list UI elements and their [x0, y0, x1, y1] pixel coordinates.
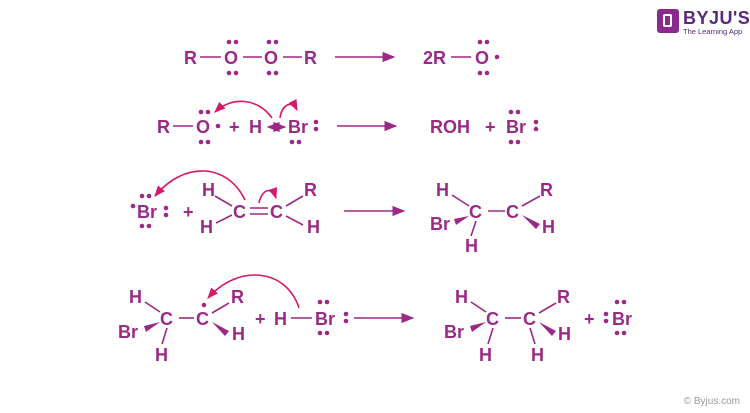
hydrogen-label: H: [274, 309, 287, 329]
plus-sign: +: [584, 309, 595, 329]
electron-arrow: [258, 187, 278, 204]
wedge-bond: [454, 216, 469, 225]
radical-dots: [603, 299, 627, 336]
bond: [529, 327, 536, 345]
r-label: R: [557, 287, 570, 307]
lone-pair-dots: [317, 299, 349, 336]
r-label: R: [157, 117, 170, 137]
wedge-bond: [212, 322, 229, 336]
oxygen-label: O: [264, 48, 278, 68]
hydrogen-label: H: [155, 345, 168, 365]
electron-arrow: [154, 170, 246, 201]
electron-arrow: [279, 98, 298, 119]
r-right-label: R: [304, 48, 317, 68]
bond: [211, 302, 230, 314]
wedge-bond: [144, 322, 160, 332]
carbon-label: C: [160, 309, 173, 329]
hydrogen-label: H: [558, 324, 571, 344]
roh-label: ROH: [430, 117, 470, 137]
bromine-label: Br: [444, 322, 464, 342]
bromine-label: Br: [430, 214, 450, 234]
lone-pair-dots: [289, 119, 319, 145]
bond: [214, 195, 233, 207]
brand-tagline: The Learning App: [683, 27, 743, 36]
radical-dots: [198, 109, 221, 145]
r-left-label: R: [184, 48, 197, 68]
oxygen-label: O: [196, 117, 210, 137]
carbon-label: C: [196, 309, 209, 329]
hydrogen-label: H: [542, 217, 555, 237]
carbon-label: C: [270, 202, 283, 222]
carbon-label: C: [469, 202, 482, 222]
hydrogen-label: H: [249, 117, 262, 137]
bromine-label: Br: [288, 117, 308, 137]
carbon-label: C: [486, 309, 499, 329]
hydrogen-label: H: [129, 287, 142, 307]
plus-sign: +: [485, 117, 496, 137]
bromine-label: Br: [315, 309, 335, 329]
plus-sign: +: [229, 117, 240, 137]
carbon-label: C: [523, 309, 536, 329]
wedge-bond: [539, 322, 556, 336]
radical-dots: [477, 39, 500, 76]
hydrogen-label: H: [232, 324, 245, 344]
radical-dots: [508, 109, 539, 145]
bond: [161, 327, 168, 345]
carbon-label: C: [233, 202, 246, 222]
reaction-4-abstraction: H Br C H C R H + H Br H Br C H C R: [118, 274, 632, 365]
bromine-label: Br: [612, 309, 632, 329]
copyright-credit: © Byjus.com: [683, 396, 740, 407]
bond: [521, 195, 541, 207]
reaction-3-addition: Br + H H C C R H H Br C H C R H: [130, 170, 555, 256]
byjus-logo-icon: [657, 9, 679, 33]
bond: [538, 302, 557, 314]
hydrogen-label: H: [465, 236, 478, 256]
bond: [285, 195, 304, 207]
bond: [451, 194, 470, 207]
electron-arrow: [214, 100, 273, 119]
hydrogen-label: H: [436, 180, 449, 200]
hydrogen-label: H: [531, 345, 544, 365]
r-label: R: [540, 180, 553, 200]
lone-pair-dots: [226, 39, 279, 76]
plus-sign: +: [183, 202, 194, 222]
r-label: R: [304, 180, 317, 200]
hydrogen-label: H: [479, 345, 492, 365]
wedge-bond: [522, 215, 540, 229]
oxygen-label: O: [224, 48, 238, 68]
bond: [285, 215, 304, 226]
bromine-label: Br: [506, 117, 526, 137]
bromine-label: Br: [137, 202, 157, 222]
r-label: R: [231, 287, 244, 307]
hydrogen-label: H: [307, 217, 320, 237]
radical-dots: [130, 193, 169, 229]
wedge-bond: [470, 322, 486, 332]
hydrogen-label: H: [200, 217, 213, 237]
bond: [470, 220, 477, 237]
reaction-2-propagation: R O + H Br ROH + Br: [157, 98, 539, 145]
electron-arrow: [207, 274, 300, 309]
plus-sign: +: [255, 309, 266, 329]
bond: [487, 327, 494, 345]
oxygen-label: O: [475, 48, 489, 68]
bond: [144, 301, 161, 313]
bond: [215, 214, 233, 224]
hydrogen-label: H: [202, 180, 215, 200]
hydrogen-label: H: [455, 287, 468, 307]
brand-name: BYJU'S: [683, 8, 750, 28]
reaction-1-initiation: R O O R 2R O: [184, 39, 500, 76]
radical-dot: [201, 302, 207, 308]
bond: [470, 301, 487, 313]
bromine-label: Br: [118, 322, 138, 342]
product-2r-label: 2R: [423, 48, 446, 68]
carbon-label: C: [506, 202, 519, 222]
